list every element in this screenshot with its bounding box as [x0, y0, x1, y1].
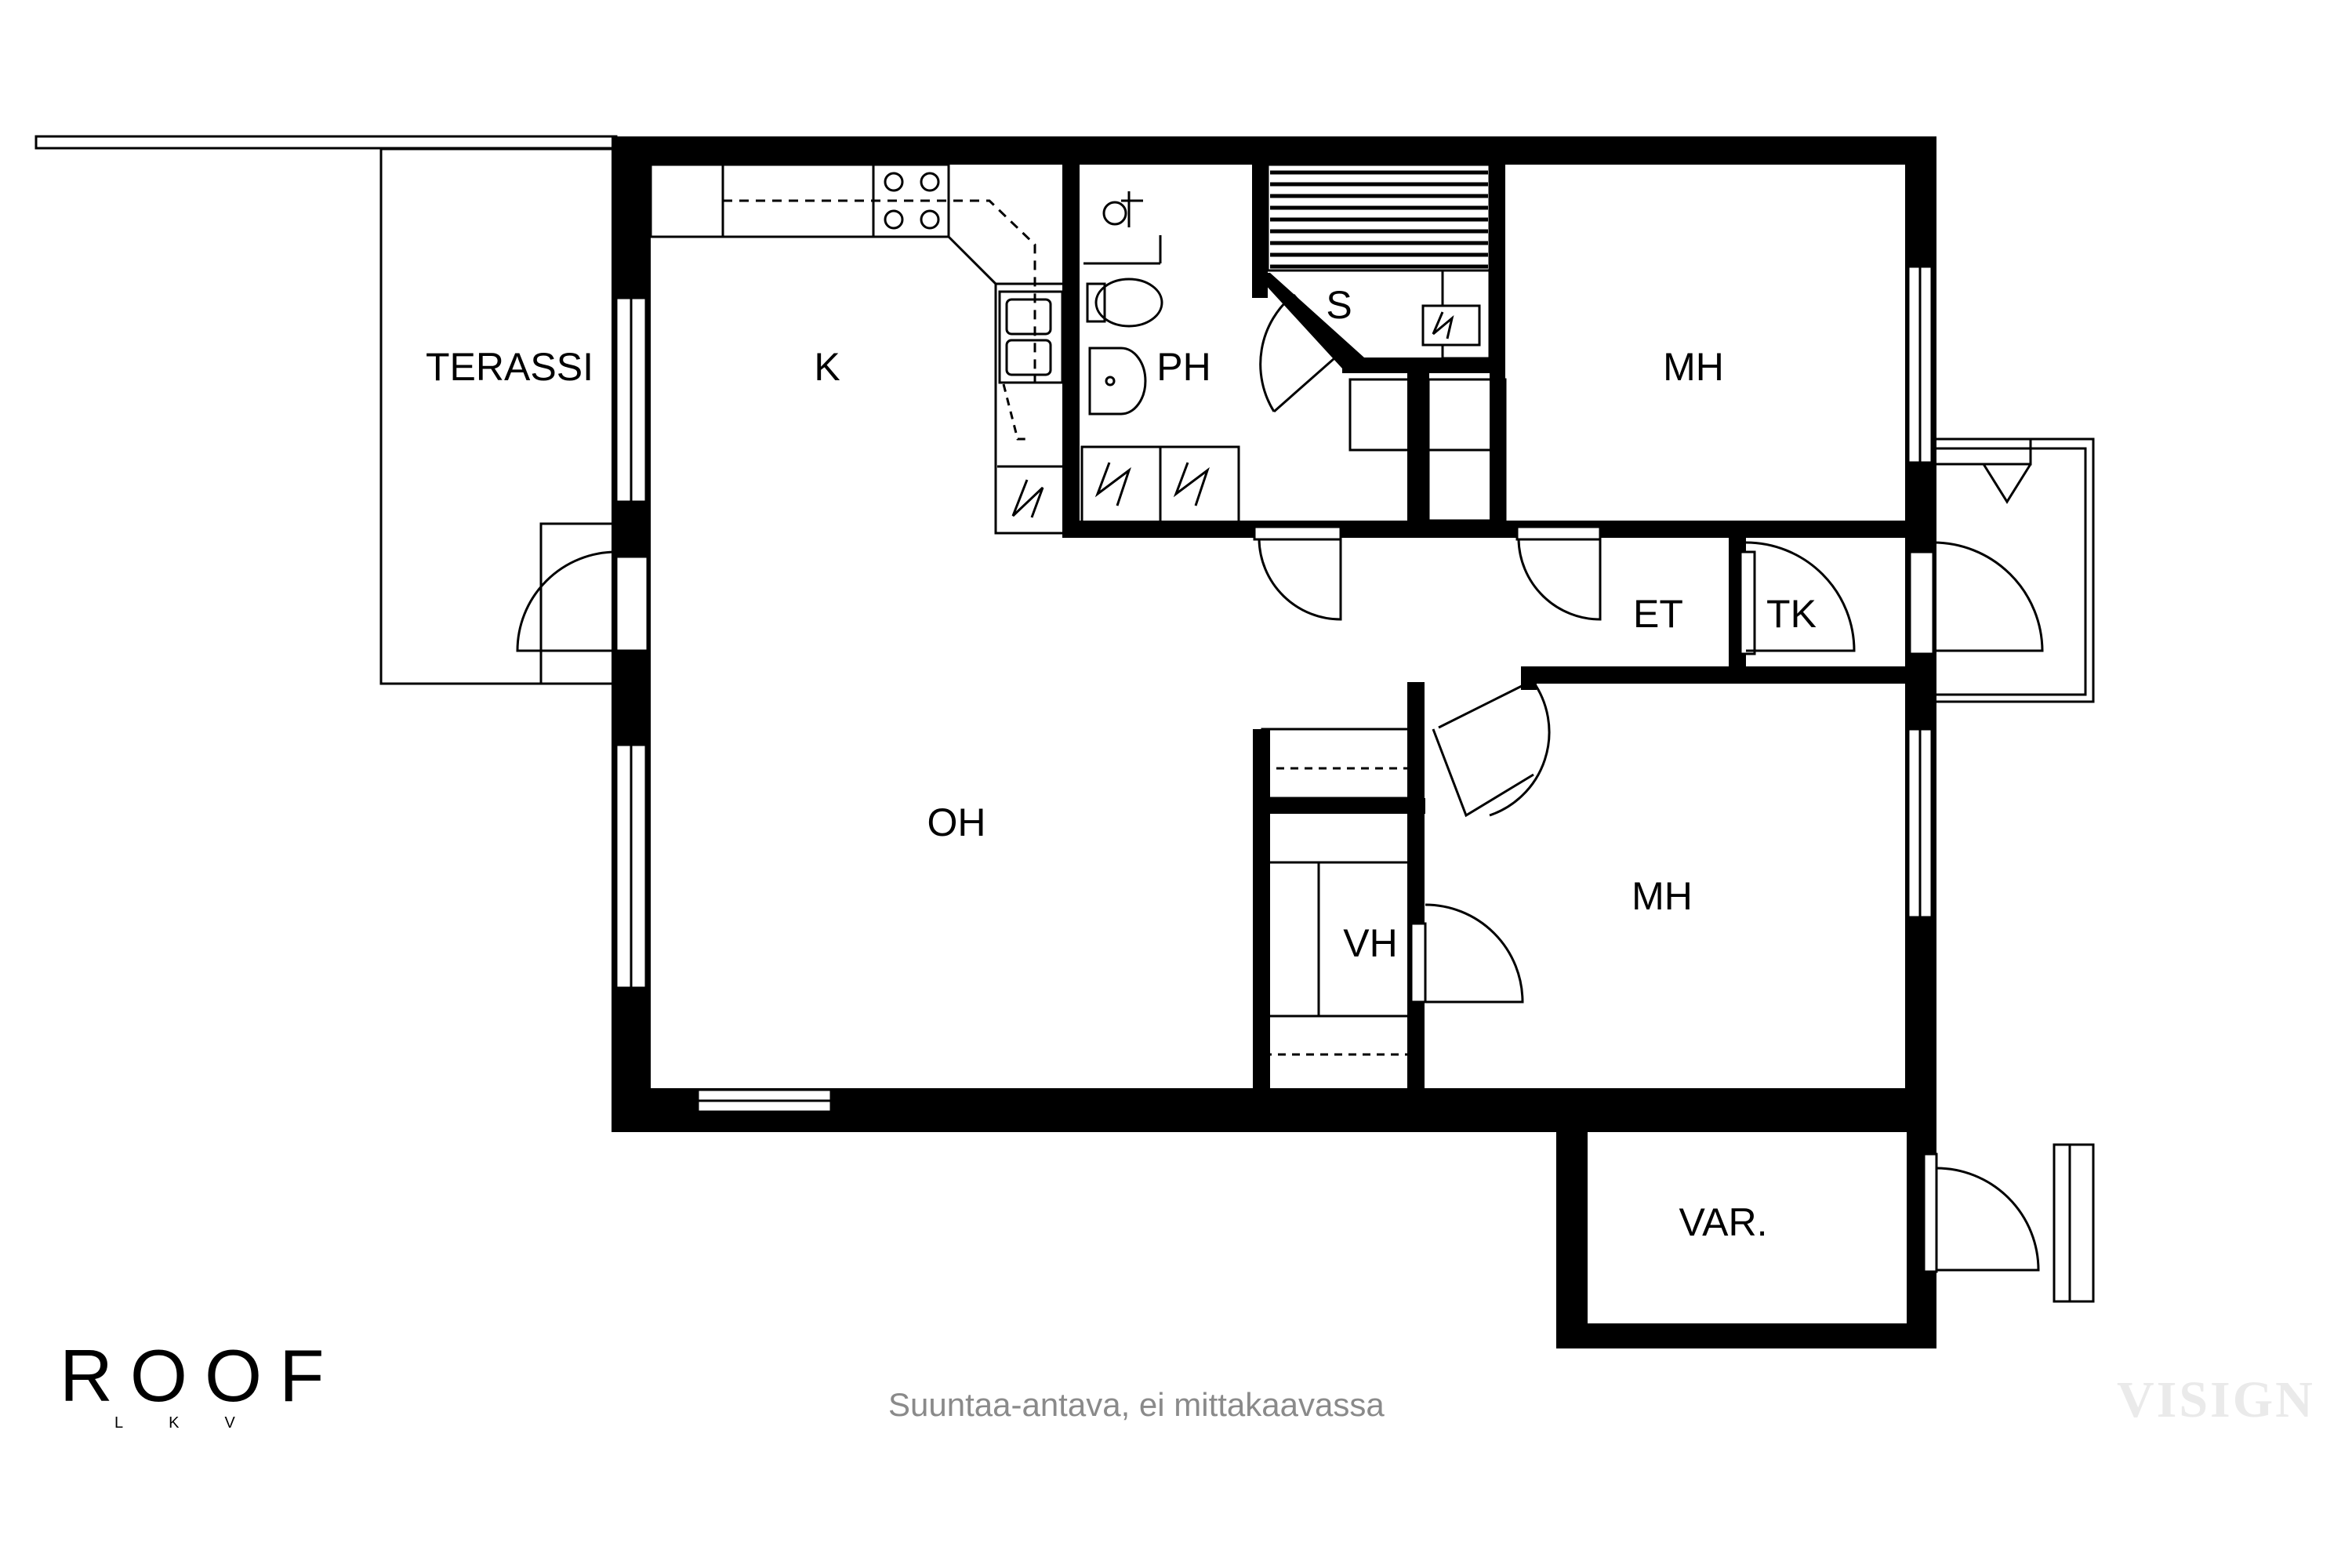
terrace [34, 135, 618, 685]
room-label-storage: VAR. [1679, 1200, 1768, 1244]
logo-main-text: ROOF [60, 1334, 342, 1417]
bathroom-fixtures [1080, 191, 1240, 527]
kitchen-fixtures [649, 163, 1064, 535]
disclaimer-caption: Suuntaa-antava, ei mittakaavassa [888, 1386, 1385, 1423]
room-label-living-room: OH [927, 800, 986, 844]
room-label-closet: TK [1766, 592, 1817, 636]
windows [615, 265, 1933, 1113]
room-label-kitchen: K [814, 345, 840, 389]
room-label-terassi: TERASSI [426, 345, 593, 389]
room-label-hallway: ET [1633, 592, 1683, 636]
visign-watermark: VISIGN [2117, 1371, 2315, 1428]
sauna-slats [1270, 170, 1488, 269]
room-labels: TERASSI K PH S MH ET TK OH VH MH VAR. [426, 283, 1817, 1244]
doors [516, 293, 2095, 1303]
room-label-bedroom-2: MH [1632, 874, 1693, 918]
roof-logo: ROOF LKV [60, 1339, 342, 1432]
interior-walls [1062, 157, 1913, 1098]
logo-sub-text: LKV [114, 1414, 281, 1432]
sauna-benches [1266, 163, 1491, 360]
room-label-walk-in-closet: VH [1343, 921, 1397, 965]
room-label-bathroom: PH [1156, 345, 1210, 389]
room-label-sauna: S [1326, 283, 1352, 327]
room-label-bedroom-1: MH [1663, 345, 1724, 389]
cabinets [1261, 378, 1507, 1091]
